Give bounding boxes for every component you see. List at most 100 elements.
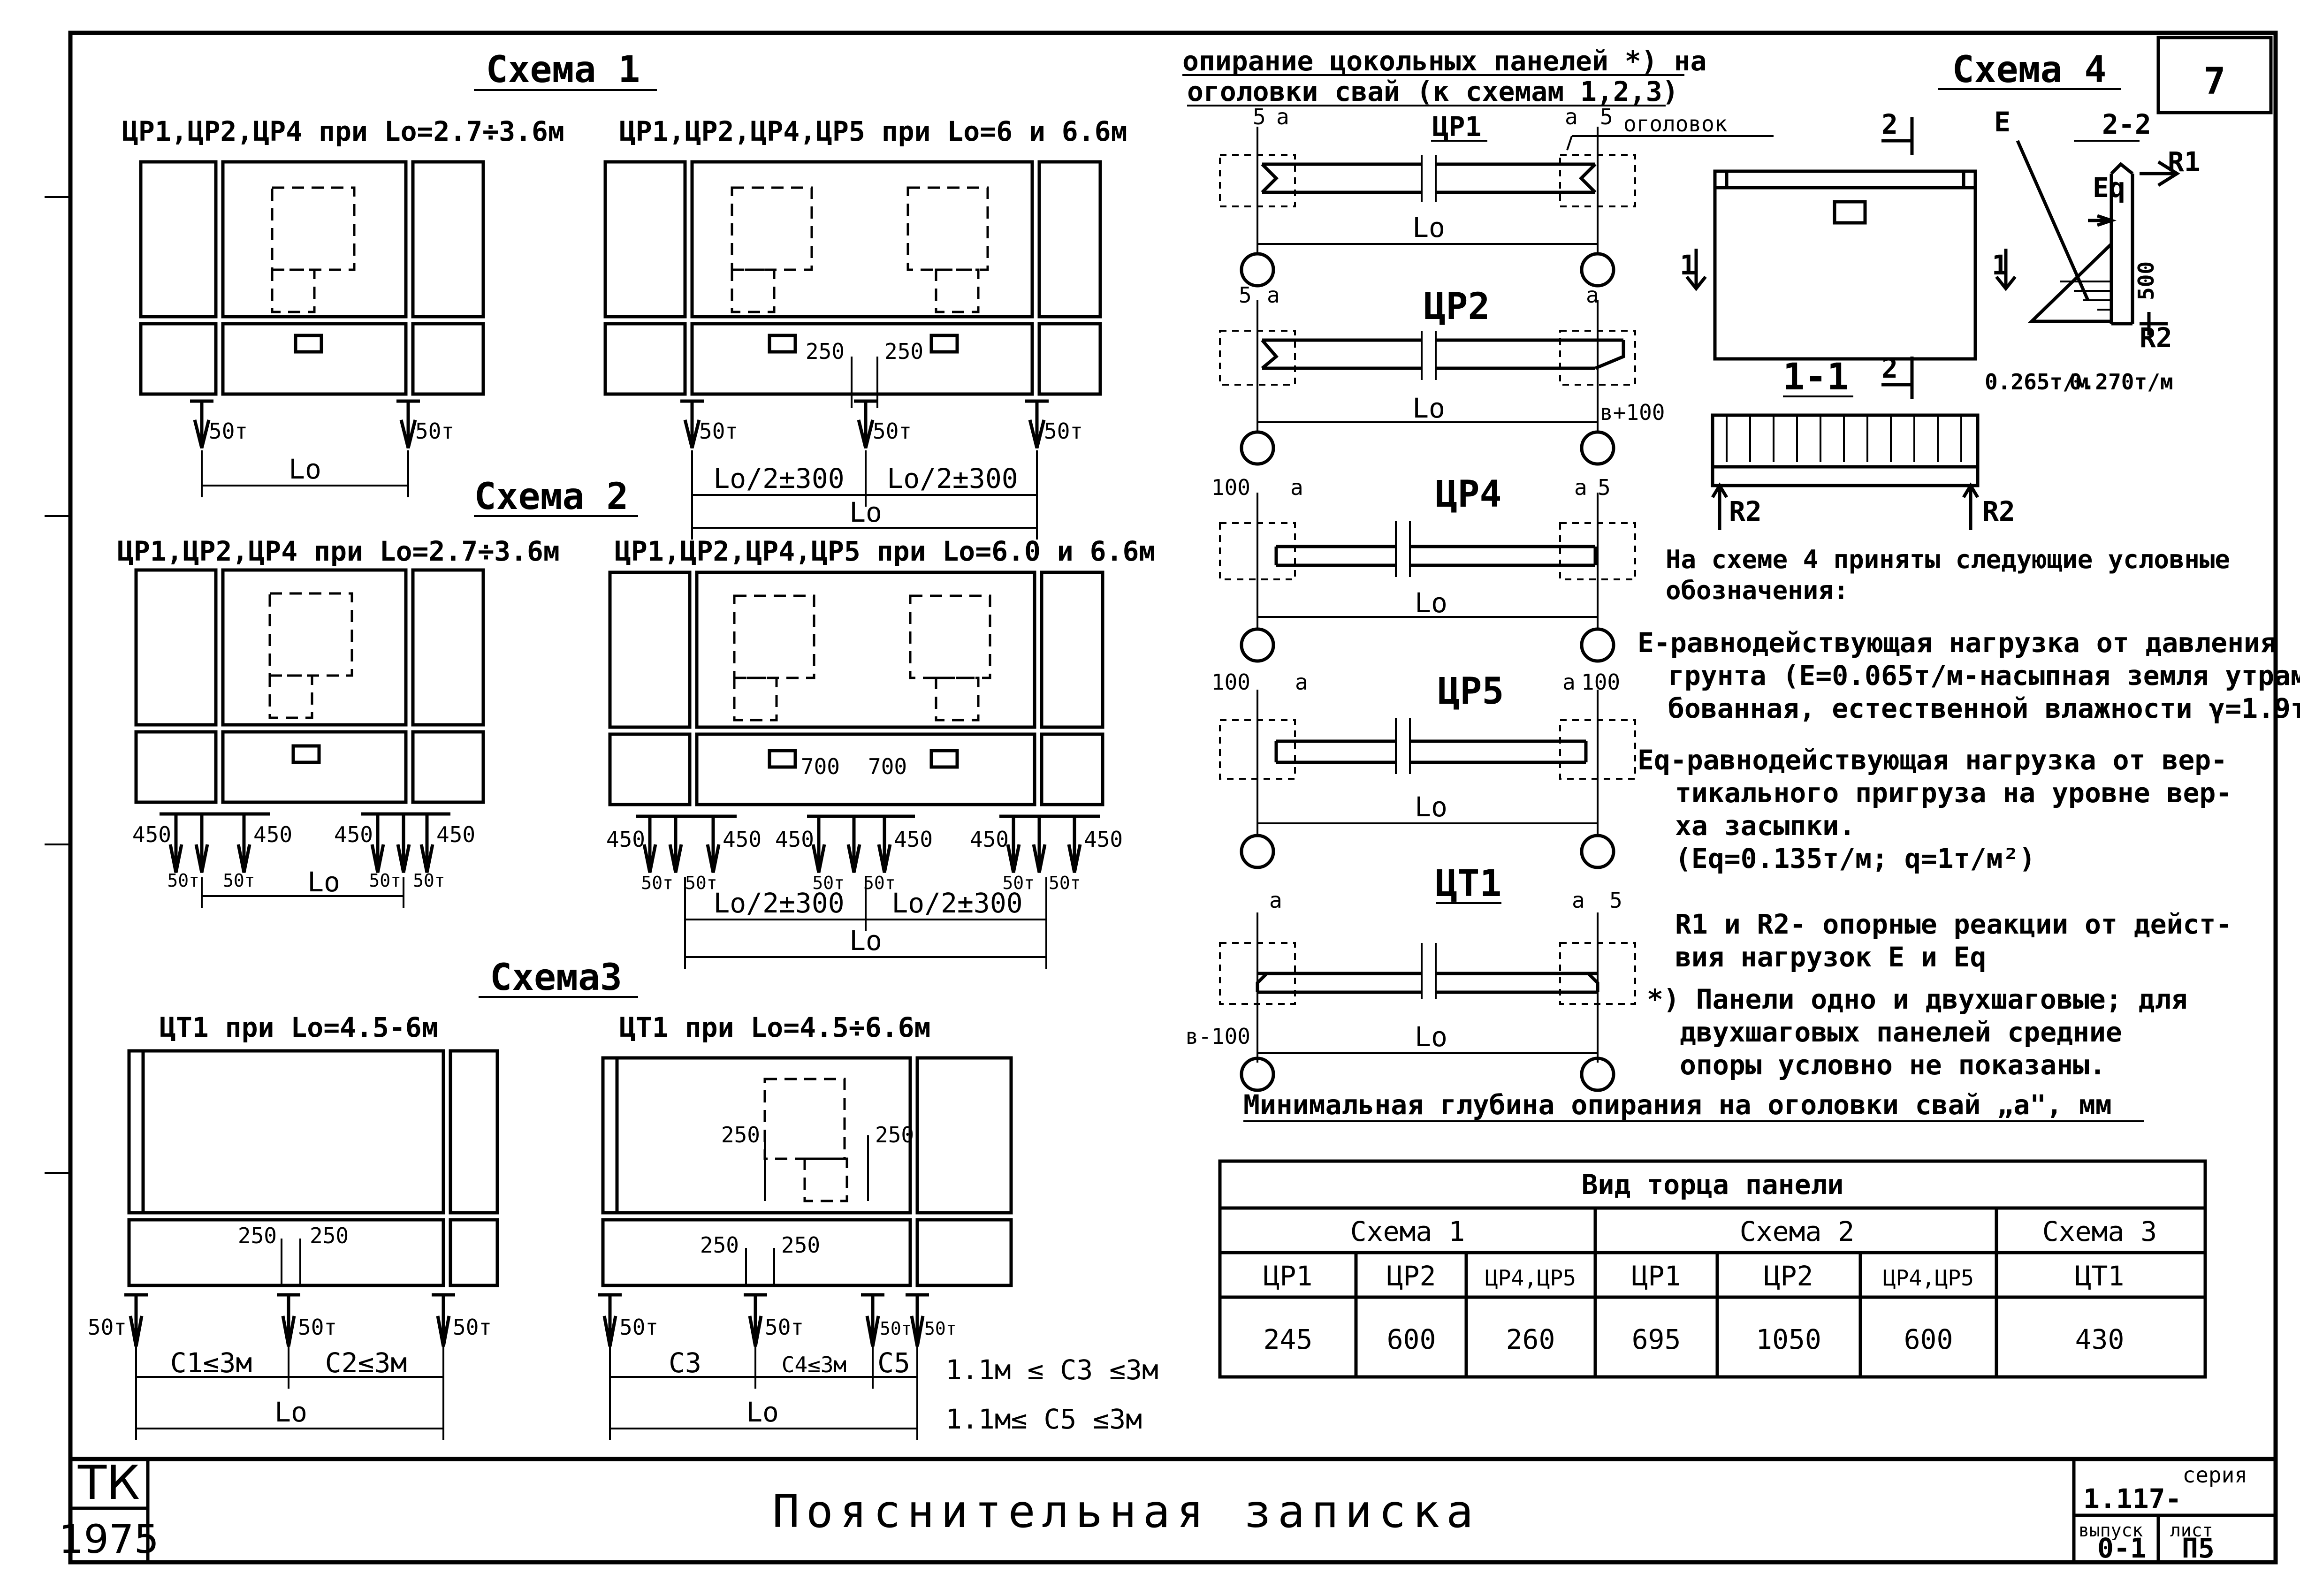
dim-b-minus-100: в-100 xyxy=(1186,1024,1250,1049)
title-org: ТК xyxy=(77,1455,140,1510)
table-head: Вид торца панели xyxy=(1582,1169,1844,1201)
span-label: Lo xyxy=(1412,392,1445,424)
r2-label: R2 xyxy=(1982,495,2015,527)
scheme-3-left-caption: ЦТ1 при Lo=4.5-6м xyxy=(160,1011,438,1043)
load-value-1: 0.265т/м xyxy=(1985,369,2089,395)
c5-label: C5 xyxy=(877,1347,910,1379)
c1-label: C1≤3м xyxy=(170,1347,252,1379)
c3-label: C3 xyxy=(669,1347,701,1379)
dim-a: a xyxy=(1572,888,1585,913)
section-2-2-label: 2-2 xyxy=(2102,108,2151,140)
load-label: 50т xyxy=(167,870,199,891)
load-label: 50т xyxy=(880,1318,912,1339)
half-span-label: Lo/2±300 xyxy=(891,887,1022,919)
load-label: 50т xyxy=(641,873,673,893)
scheme-2-right-elevation xyxy=(608,570,1104,806)
table-cell: 1050 xyxy=(1756,1323,1821,1355)
scheme-1-title: Схема 1 xyxy=(486,49,640,91)
scheme-4: Схема 4 2 E 2-2 1 1 2 Eq R1 xyxy=(1680,49,2201,530)
sheet-label: лист xyxy=(2170,1520,2213,1541)
section-mark: 2 xyxy=(1881,108,1898,140)
support-detail-cr1 xyxy=(1219,127,1636,288)
table-col-header: ЦР1 xyxy=(1264,1260,1313,1292)
load-label: 50т xyxy=(298,1315,337,1340)
load-label: 50т xyxy=(413,870,445,891)
scheme-3-dimension-lines xyxy=(135,1346,918,1440)
scheme-1-dimension-lines xyxy=(201,450,1038,540)
dim-250: 250 xyxy=(310,1223,349,1248)
table-col-header: ЦР4,ЦР5 xyxy=(1883,1265,1974,1291)
table-col-header: ЦТ1 xyxy=(2075,1260,2125,1292)
note-eq-line: (Eq=0.135т/м; q=1т/м²) xyxy=(1675,843,2035,874)
span-label: Lo xyxy=(1412,212,1445,243)
half-span-label: Lo/2±300 xyxy=(713,887,844,919)
scheme-2-left-elevation xyxy=(134,568,485,804)
scheme-3-right-elevation xyxy=(601,1056,1013,1287)
dim-250: 250 xyxy=(238,1223,277,1248)
dim-450: 450 xyxy=(1084,827,1123,852)
note-e-line: грунта (E=0.065т/м-насыпная земля утрам- xyxy=(1668,660,2300,692)
note-star-line: двухшаговых панелей средние xyxy=(1680,1016,2122,1048)
table-col-header: ЦР1 xyxy=(1632,1260,1681,1292)
dim-500: 500 xyxy=(2133,261,2159,300)
title-block xyxy=(70,1457,2276,1562)
scheme-2-left-caption: ЦР1,ЦР2,ЦР4 при Lo=2.7÷3.6м xyxy=(117,535,560,567)
sheet-value: П5 xyxy=(2182,1532,2215,1564)
series-label: серия xyxy=(2183,1462,2247,1488)
span-label: Lo xyxy=(1415,587,1447,619)
dim-450: 450 xyxy=(723,827,762,852)
span-label: Lo xyxy=(307,866,340,898)
dim-700-a: 700 xyxy=(801,754,840,779)
dim-100: 100 xyxy=(1211,475,1250,500)
scheme-1-right-elevation xyxy=(603,160,1102,408)
scheme-4-section-2-2 xyxy=(2016,140,2180,335)
scheme-1-right-caption: ЦР1,ЦР2,ЦР4,ЦР5 при Lo=6 и 6.6м xyxy=(619,115,1127,147)
scheme-4-panel-elevation xyxy=(1713,169,1977,361)
scheme-1-load-arrows xyxy=(190,399,1049,448)
document-title: Пояснительная записка xyxy=(772,1485,1480,1538)
dim-5: 5 xyxy=(1598,475,1611,500)
table-cell: 600 xyxy=(1904,1323,1953,1355)
load-label: 50т xyxy=(88,1315,127,1340)
table-group-1: Схема 1 xyxy=(1350,1216,1465,1247)
left-margin-ticks xyxy=(45,196,70,1174)
dim-100: 100 xyxy=(1211,669,1250,695)
panel-cr4-label: ЦР4 xyxy=(1436,473,1502,516)
load-label: 50т xyxy=(765,1315,804,1340)
table-col-header: ЦР4,ЦР5 xyxy=(1485,1265,1576,1291)
dim-a: a xyxy=(1276,104,1289,129)
dim-250: 250 xyxy=(721,1122,760,1148)
sheet-frame xyxy=(68,30,2278,1565)
dim-a: a xyxy=(1586,282,1599,308)
depth-table: Минимальная глубина опирания на оголовки… xyxy=(1218,1089,2207,1379)
table-caption: Минимальная глубина опирания на оголовки… xyxy=(1243,1089,2112,1121)
note-eq-line: ха засыпки. xyxy=(1675,810,1855,842)
span-label: Lo xyxy=(849,496,882,528)
support-detail-cr2 xyxy=(1219,300,1636,466)
r2-label: R2 xyxy=(1729,495,1762,527)
issue-value: 0-1 xyxy=(2097,1532,2147,1564)
scheme-1: Схема 1 ЦР1,ЦР2,ЦР4 при Lo=2.7÷3.6м ЦР1,… xyxy=(122,49,1127,540)
scheme-2-load-arrows xyxy=(160,812,1100,873)
dim-450: 450 xyxy=(253,822,292,847)
note-e-line: E-равнодействующая нагрузка от давления xyxy=(1637,627,2277,659)
table-cell: 245 xyxy=(1264,1323,1313,1355)
scheme-1-left-caption: ЦР1,ЦР2,ЦР4 при Lo=2.7÷3.6м xyxy=(122,115,564,147)
scheme-2-right-caption: ЦР1,ЦР2,ЦР4,ЦР5 при Lo=6.0 и 6.6м xyxy=(615,535,1155,567)
table-cell: 260 xyxy=(1506,1323,1555,1355)
dim-5: 5 xyxy=(1600,104,1613,129)
scheme-2: Схема 2 ЦР1,ЦР2,ЦР4 при Lo=2.7÷3.6м ЦР1,… xyxy=(117,476,1155,969)
scheme-3-load-arrows xyxy=(124,1293,929,1347)
load-label: 50т xyxy=(1044,418,1083,444)
span-label: Lo xyxy=(849,925,882,957)
scheme-3-right-caption: ЦТ1 при Lo=4.5÷6.6м xyxy=(619,1011,930,1043)
load-label: 50т xyxy=(415,418,454,444)
table-col-header: ЦР2 xyxy=(1764,1260,1813,1292)
title-year: 1975 xyxy=(59,1516,159,1562)
dim-250: 250 xyxy=(875,1122,914,1148)
note-r-line: вия нагрузок E и Eq xyxy=(1675,941,1986,973)
load-label: 50т xyxy=(1002,873,1035,893)
dim-250: 250 xyxy=(781,1232,820,1258)
scheme-4-title: Схема 4 xyxy=(1952,49,2107,91)
